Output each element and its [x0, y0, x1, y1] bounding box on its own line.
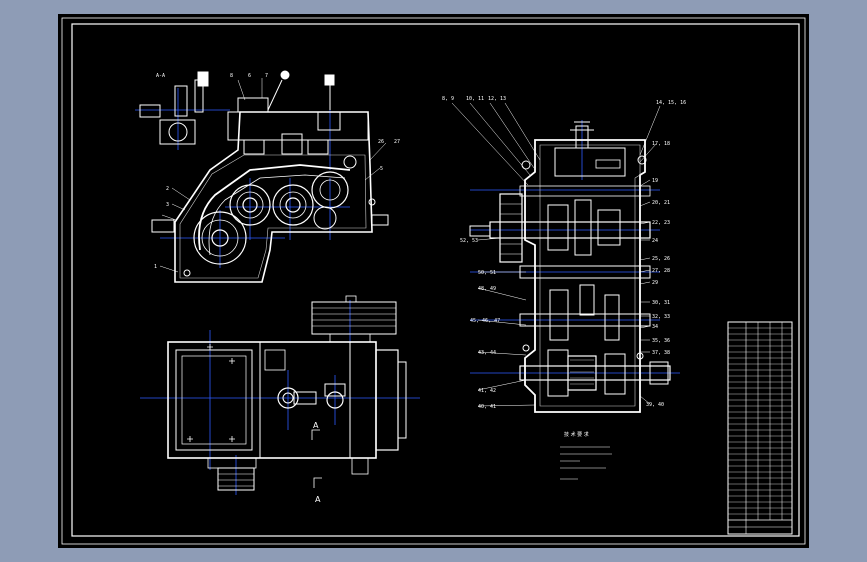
- part-label-5: 5: [380, 166, 383, 172]
- callout-8-9: 8, 9: [442, 96, 454, 102]
- part-label-27: 27: [394, 139, 400, 145]
- gearbox-housing: [524, 139, 646, 413]
- part-label-8: 8: [230, 73, 233, 79]
- callout-right-13: 39, 40: [646, 402, 664, 408]
- callout-left-7: 40, 41: [478, 404, 496, 410]
- housing-outline: [174, 111, 373, 283]
- callout-10-11: 10, 11: [466, 96, 484, 102]
- sheet-border-inner: [71, 23, 800, 537]
- section-view-aa: A-A 8 7 6 26 27 2 3 1 5: [135, 70, 400, 283]
- callout-right-12: 37, 38: [652, 350, 670, 356]
- callout-right-9: 32, 33: [652, 314, 670, 320]
- plan-view: A A: [140, 295, 420, 504]
- callout-right-4: 24: [652, 238, 658, 244]
- callout-left-3: 48, 49: [478, 286, 496, 292]
- part-label-3: 3: [166, 202, 169, 208]
- callout-left-4: 45, 46, 47: [470, 318, 500, 324]
- notes-heading: 技 术 要 求: [564, 431, 589, 438]
- section-label: A-A: [156, 73, 165, 79]
- view-arrow-label: A: [313, 421, 319, 430]
- callout-17-18: 17, 18: [652, 141, 670, 147]
- technical-notes: 技 术 要 求: [560, 431, 612, 480]
- sheet-border-outer: [61, 17, 806, 545]
- part-label-7: 7: [265, 73, 268, 79]
- callout-right-11: 35, 36: [652, 338, 670, 344]
- callout-left-5: 43, 44: [478, 350, 496, 356]
- view-arrow-label-bottom: A: [315, 495, 321, 504]
- part-label-6: 6: [248, 73, 251, 79]
- callout-12-13: 12, 13: [488, 96, 506, 102]
- callout-right-1: 19: [652, 178, 658, 184]
- callout-left-1: 52, 53: [460, 238, 478, 244]
- part-label-2: 2: [166, 186, 169, 192]
- callout-14-15-16: 14, 15, 16: [656, 100, 686, 106]
- callout-left-2: 50, 51: [478, 270, 496, 276]
- part-label-26: 26: [378, 139, 384, 145]
- title-block: [727, 321, 793, 535]
- callout-right-5: 25, 26: [652, 256, 670, 262]
- callout-right-6: 27, 28: [652, 268, 670, 274]
- callout-right-10: 34: [652, 324, 658, 330]
- callout-right-8: 30, 31: [652, 300, 670, 306]
- callout-right-3: 22, 23: [652, 220, 670, 226]
- callout-left-6: 41, 42: [478, 388, 496, 394]
- part-label-1: 1: [154, 264, 157, 270]
- drawing-sheet: [58, 14, 809, 548]
- gearbox-section-view: 8, 9 10, 11 12, 13 14, 15, 16 17, 18 19 …: [442, 96, 686, 413]
- callout-right-2: 20, 21: [652, 200, 670, 206]
- callout-right-7: 29: [652, 280, 658, 286]
